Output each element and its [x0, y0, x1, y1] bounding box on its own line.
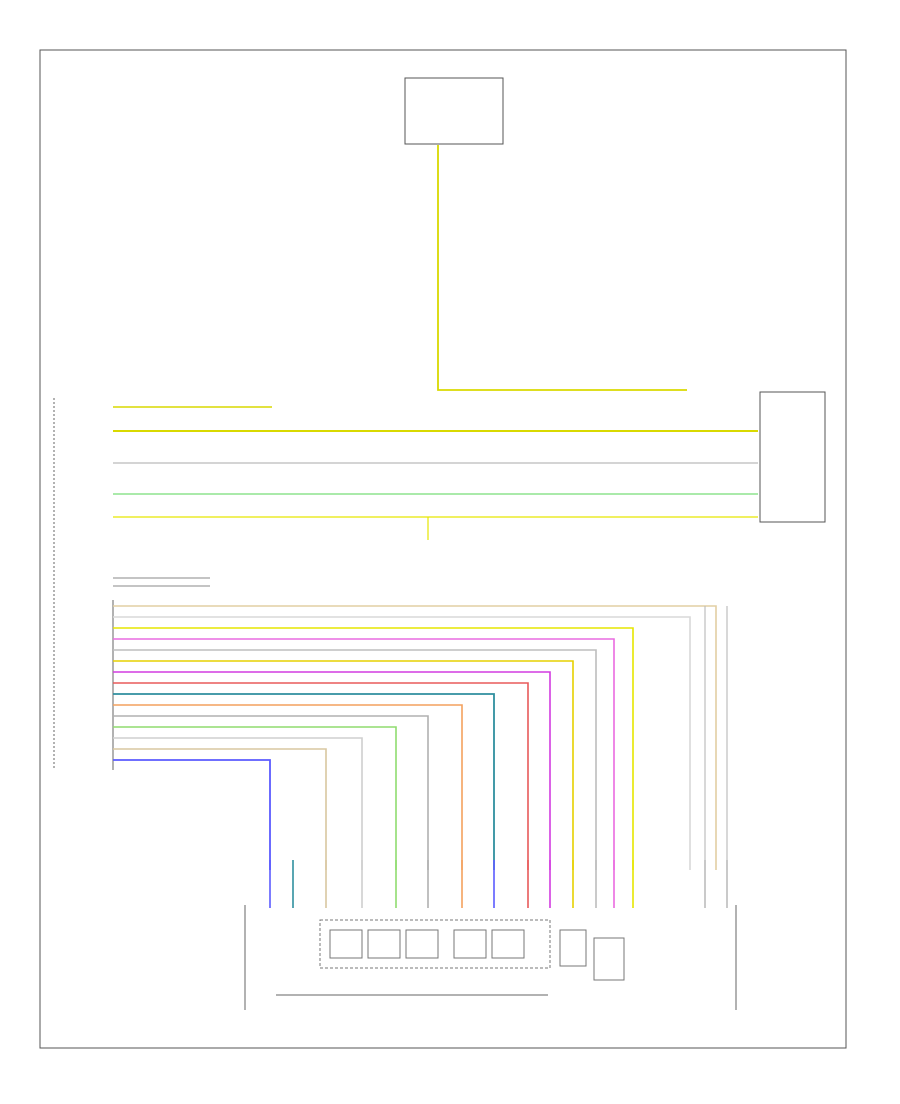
- top-module: [404, 77, 504, 145]
- bus-7: [113, 671, 551, 870]
- bus-3: [113, 627, 634, 870]
- bus-1: [113, 605, 717, 870]
- sensor-1: [559, 929, 587, 967]
- coil-1: [329, 929, 363, 959]
- right-switch-box: [759, 391, 826, 523]
- outer-border: [39, 49, 847, 1049]
- bus-6: [113, 660, 574, 870]
- yellow-feed-wire: [437, 145, 687, 391]
- bus-14: [113, 748, 327, 870]
- coil-3: [405, 929, 439, 959]
- bus-8: [113, 682, 529, 870]
- coil-4: [453, 929, 487, 959]
- bus-11: [113, 715, 429, 870]
- bus-2: [113, 616, 691, 870]
- bus-5: [113, 649, 597, 870]
- bus-10: [113, 704, 463, 870]
- bus-4: [113, 638, 615, 870]
- bus-15: [113, 759, 271, 870]
- bus-13: [113, 737, 363, 870]
- bottom-connectors: [269, 860, 728, 908]
- solenoid-block: [319, 919, 551, 969]
- bus-12: [113, 726, 397, 870]
- sensor-2: [593, 937, 625, 981]
- coil-5: [491, 929, 525, 959]
- coil-2: [367, 929, 401, 959]
- bus-9: [113, 693, 495, 870]
- solenoid-coils: [329, 929, 525, 959]
